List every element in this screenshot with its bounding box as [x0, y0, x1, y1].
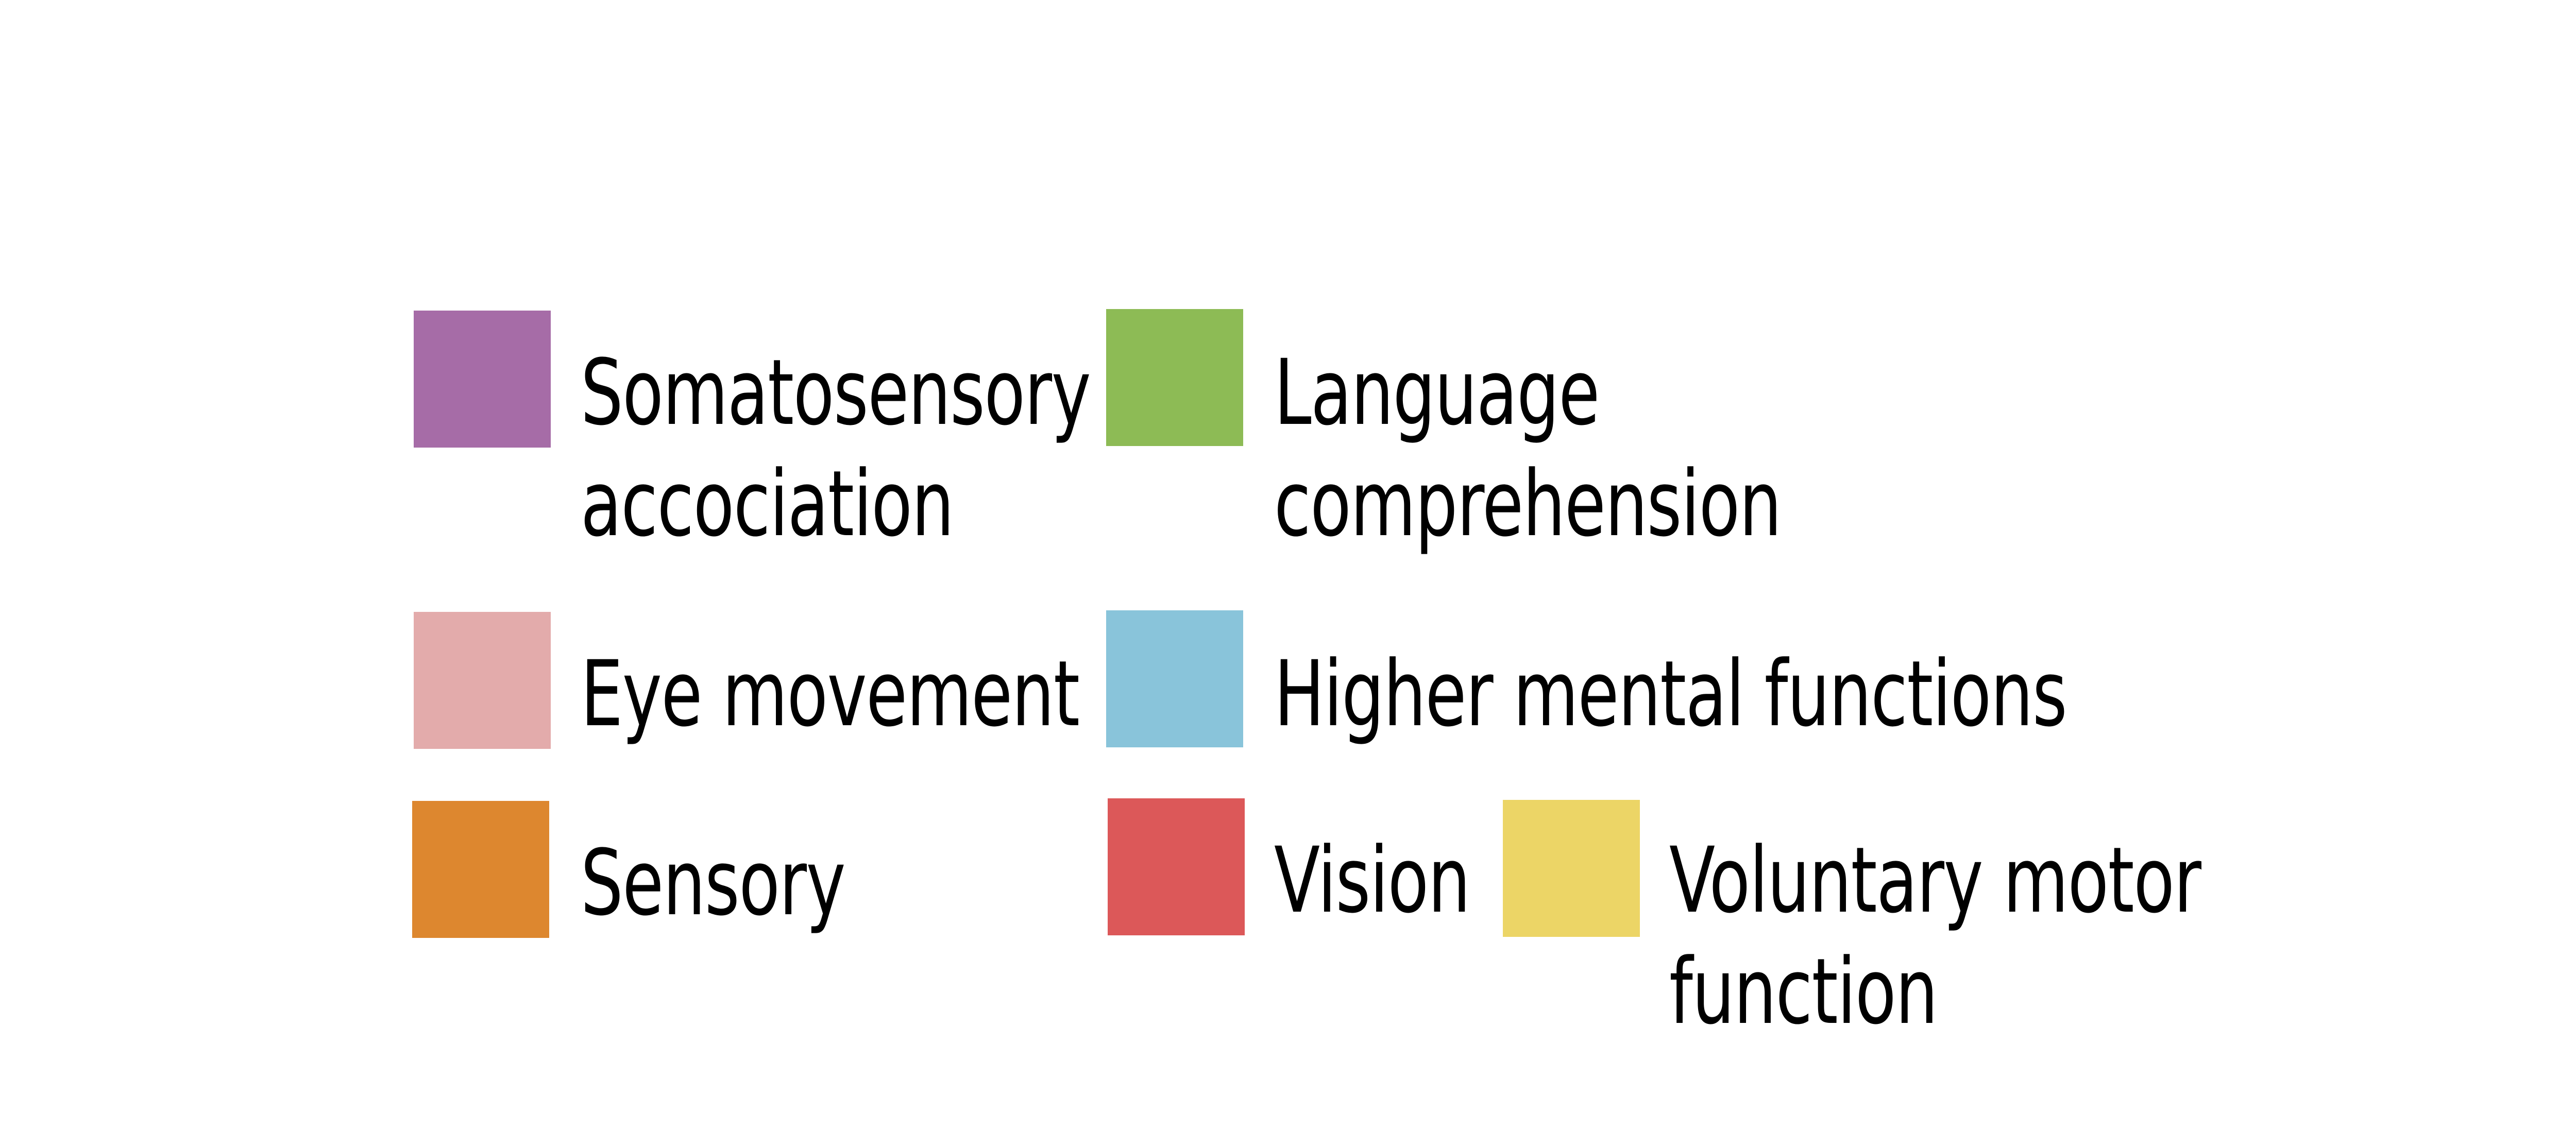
legend-swatch-language — [1106, 309, 1243, 446]
legend-swatch-sensory — [412, 801, 549, 938]
legend-label-somatosensory: Somatosensory accociation — [581, 340, 1091, 557]
legend-label-vision: Vision — [1274, 828, 1470, 933]
legend-swatch-higher-mental — [1106, 610, 1243, 747]
legend-swatch-eye-movement — [414, 612, 551, 749]
legend-label-sensory: Sensory — [581, 830, 846, 936]
legend-label-higher-mental: Higher mental functions — [1274, 641, 2067, 747]
legend-swatch-voluntary-motor — [1503, 800, 1640, 937]
legend-label-eye-movement: Eye movement — [581, 641, 1080, 747]
legend-label-voluntary-motor: Voluntary motor function — [1669, 828, 2201, 1045]
legend-swatch-vision — [1108, 798, 1245, 935]
legend-swatch-somatosensory — [414, 311, 551, 448]
legend-label-language: Language comprehension — [1274, 340, 1782, 557]
